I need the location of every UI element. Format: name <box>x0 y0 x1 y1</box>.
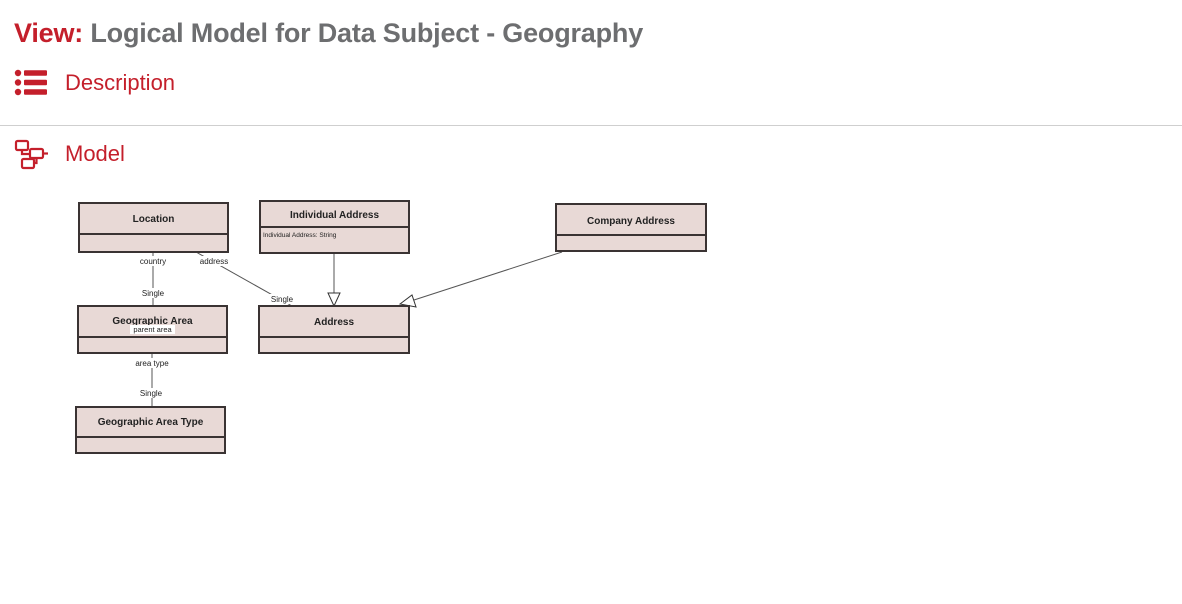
entity-name: Geographic Area Type <box>98 417 204 428</box>
view-prefix: View: <box>14 18 84 48</box>
connector-label-parent-area: parent area <box>133 325 172 334</box>
model-diagram-icon <box>14 139 50 170</box>
location-address-line <box>195 251 293 307</box>
model-section-toggle[interactable]: Model <box>14 139 125 170</box>
entity-address[interactable]: Address <box>258 305 410 354</box>
inheritance-arrowhead <box>327 292 341 308</box>
connector-label-single: Single <box>140 389 163 398</box>
entity-company-address[interactable]: Company Address <box>555 203 707 252</box>
connector-label-area-type: area type <box>135 359 169 368</box>
description-section-toggle[interactable]: Description <box>14 68 175 98</box>
connector-label-country: country <box>140 257 166 266</box>
entity-location[interactable]: Location <box>78 202 229 253</box>
description-label: Description <box>65 70 176 95</box>
entity-attribute: Individual Address: String <box>263 232 337 239</box>
entity-name: Location <box>133 214 175 225</box>
view-title: Logical Model for Data Subject - Geograp… <box>90 18 644 48</box>
connector-label-single: Single <box>142 289 165 298</box>
entity-name: Company Address <box>587 216 675 227</box>
company-address-inheritance-line <box>413 251 563 301</box>
list-icon <box>14 68 50 98</box>
entity-name: Individual Address <box>290 210 380 221</box>
page-title: View: Logical Model for Data Subject - G… <box>14 18 643 49</box>
connector-label-address: address <box>200 257 228 266</box>
entity-geographic-area-type[interactable]: Geographic Area Type <box>75 406 226 454</box>
section-divider <box>0 125 1182 126</box>
connector-label-single: Single <box>271 295 294 304</box>
entity-geographic-area[interactable]: Geographic Area parent area <box>77 305 228 354</box>
entity-individual-address[interactable]: Individual Address Individual Address: S… <box>259 200 410 254</box>
entity-name: Geographic Area <box>112 316 193 327</box>
model-label: Model <box>65 141 125 166</box>
entity-name: Address <box>314 317 354 328</box>
